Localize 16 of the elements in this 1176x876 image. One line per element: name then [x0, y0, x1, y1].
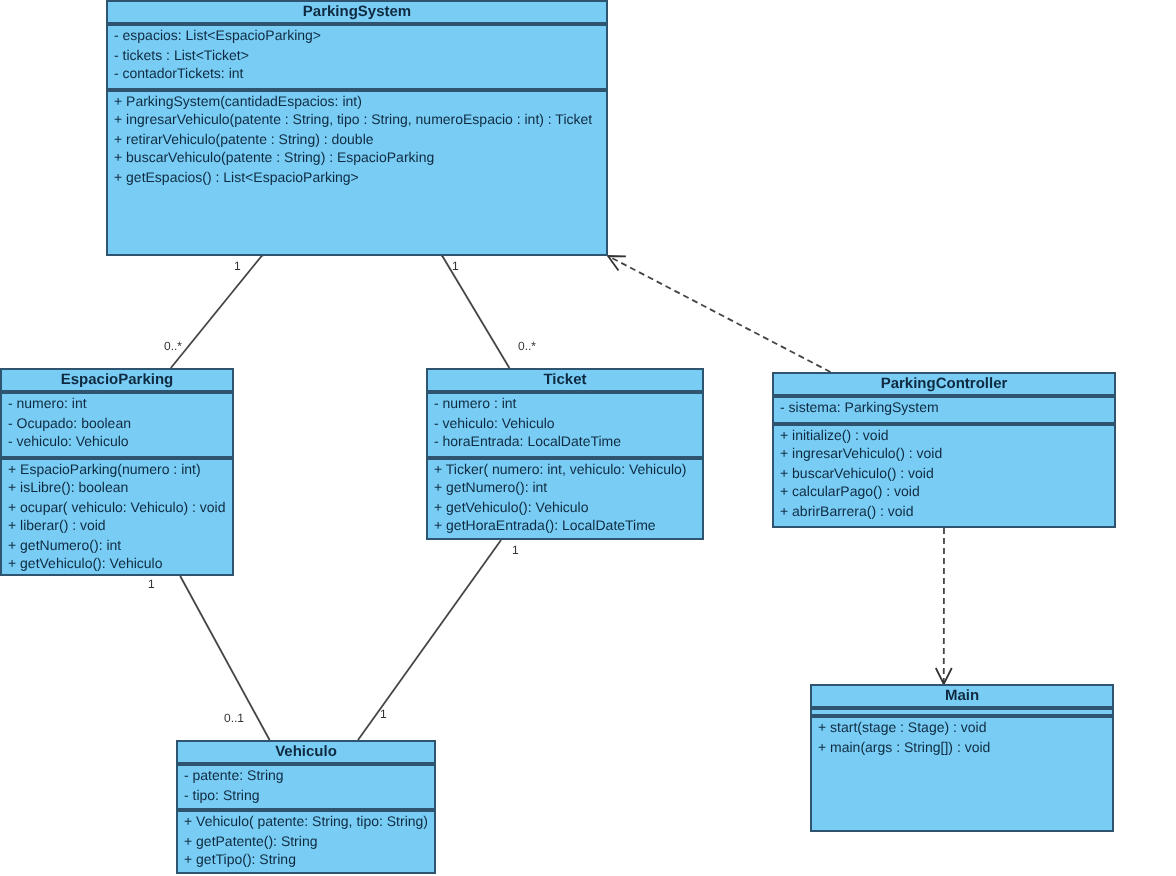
class-compartment [774, 394, 1114, 421]
class-box [810, 684, 1114, 832]
class-compartment [2, 455, 232, 577]
class-compartment [178, 762, 434, 808]
dependency-arrow [934, 527, 953, 685]
class-compartment [428, 455, 702, 539]
dependency-arrow [607, 255, 832, 373]
class-box [426, 368, 704, 540]
class-box [772, 372, 1116, 528]
class-box [176, 740, 436, 874]
empty-compartment [812, 706, 1112, 714]
association-line [179, 575, 271, 741]
class-box [106, 0, 608, 256]
class-compartment [178, 808, 434, 873]
class-box [0, 368, 234, 576]
association-line [357, 539, 502, 741]
